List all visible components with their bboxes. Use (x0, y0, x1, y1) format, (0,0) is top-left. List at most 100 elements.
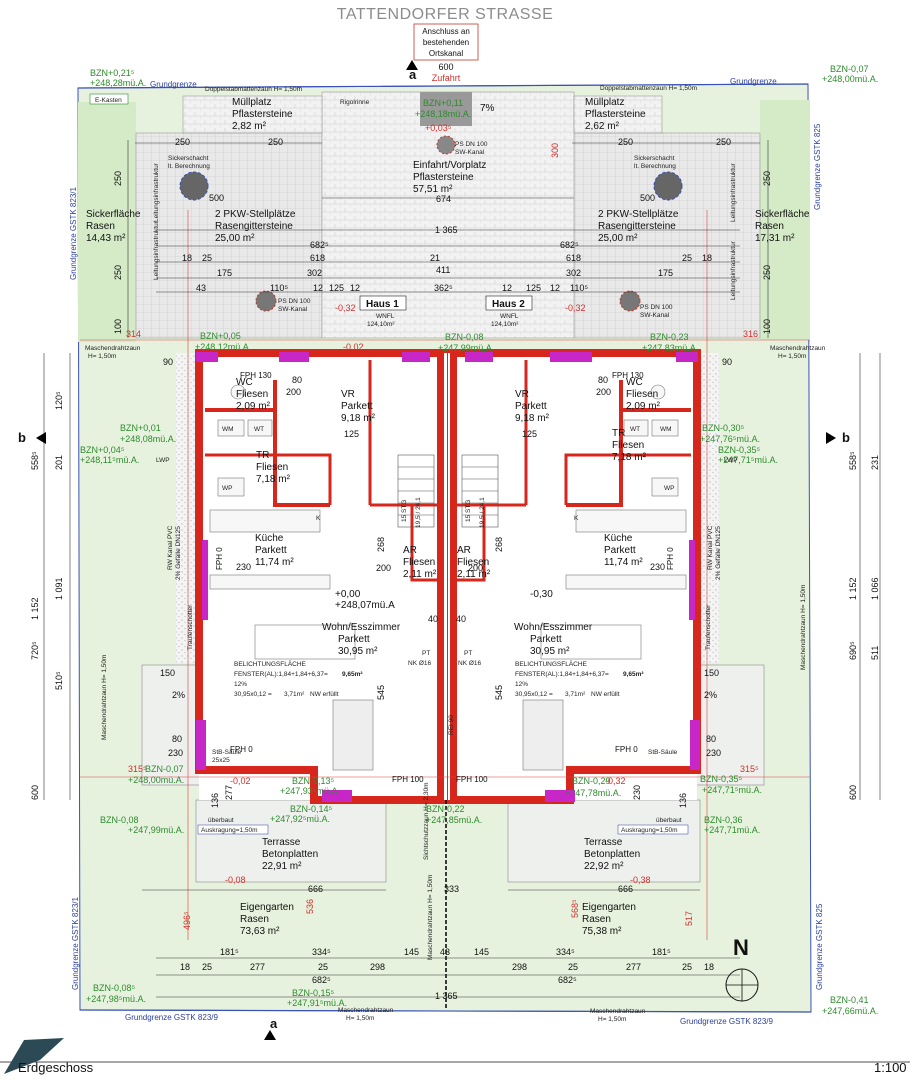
svg-text:40: 40 (456, 614, 466, 624)
svg-text:201: 201 (54, 455, 64, 470)
svg-text:Fliesen: Fliesen (457, 557, 489, 568)
svg-text:SW-Kanal: SW-Kanal (640, 312, 670, 319)
svg-text:618: 618 (310, 253, 325, 263)
section-marks: a a b b (18, 60, 850, 1040)
svg-text:175: 175 (658, 268, 673, 278)
svg-text:7%: 7% (480, 103, 495, 114)
svg-text:136: 136 (678, 793, 688, 808)
svg-text:11,74 m²: 11,74 m² (604, 557, 643, 568)
svg-text:AR: AR (457, 545, 471, 556)
svg-text:100: 100 (762, 319, 772, 334)
svg-text:WT: WT (630, 426, 640, 433)
svg-text:-0,32: -0,32 (565, 303, 586, 313)
svg-text:NK Ø16: NK Ø16 (458, 660, 482, 667)
svg-text:12: 12 (550, 283, 560, 293)
svg-text:250: 250 (175, 137, 190, 147)
fence-bottom-right: Maschendrahtzaun (590, 1008, 646, 1015)
svg-text:230: 230 (632, 785, 642, 800)
svg-text:+0,03⁵: +0,03⁵ (425, 123, 452, 133)
svg-text:125: 125 (526, 283, 541, 293)
svg-text:21: 21 (430, 253, 440, 263)
svg-text:+248,00mü.A.: +248,00mü.A. (128, 775, 184, 785)
svg-text:15 STG: 15 STG (401, 500, 408, 522)
svg-text:18: 18 (702, 253, 712, 263)
svg-text:+247,99mü.A.: +247,99mü.A. (128, 825, 184, 835)
svg-text:18: 18 (180, 962, 190, 972)
svg-text:19,5 / 24,1: 19,5 / 24,1 (415, 497, 422, 528)
svg-text:+248,12mü.A.: +248,12mü.A. (195, 342, 251, 352)
svg-text:-0,32: -0,32 (605, 776, 626, 786)
svg-text:Pflastersteine: Pflastersteine (413, 172, 474, 183)
svg-text:Traufenschotter: Traufenschotter (705, 604, 712, 650)
svg-text:PS DN 100: PS DN 100 (640, 304, 673, 311)
boundary-lines (77, 83, 812, 1013)
svg-text:43: 43 (196, 283, 206, 293)
svg-text:FPH 0: FPH 0 (230, 745, 253, 754)
svg-text:WNFL: WNFL (376, 313, 395, 320)
svg-text:25,00 m²: 25,00 m² (215, 233, 255, 244)
svg-text:40: 40 (428, 614, 438, 624)
svg-text:TR: TR (612, 428, 625, 439)
fence-mid-right-h: H= 1,50m (778, 353, 806, 360)
fence-top-left: Doppelstabmattenzaun H= 1,50m (205, 86, 302, 93)
svg-text:BELICHTUNGSFLÄCHE: BELICHTUNGSFLÄCHE (515, 660, 588, 668)
svg-text:43: 43 (440, 947, 450, 957)
svg-text:200: 200 (286, 387, 301, 397)
svg-text:Küche: Küche (255, 533, 284, 544)
svg-text:BZN-0,08: BZN-0,08 (445, 332, 484, 342)
svg-text:FPH 0: FPH 0 (615, 745, 638, 754)
svg-text:-0,02: -0,02 (230, 776, 251, 786)
svg-text:302: 302 (307, 268, 322, 278)
gravel-right (697, 353, 719, 663)
svg-text:12%: 12% (234, 681, 247, 688)
svg-text:Rasengittersteine: Rasengittersteine (598, 221, 676, 232)
svg-text:Pflastersteine: Pflastersteine (232, 109, 293, 120)
svg-text:bestehenden: bestehenden (423, 38, 469, 47)
svg-text:Terrasse: Terrasse (262, 837, 301, 848)
svg-text:BZN+0,04⁵: BZN+0,04⁵ (80, 445, 125, 455)
svg-text:StB-Säule: StB-Säule (648, 749, 678, 756)
boundary-label-tl: Grundgrenze (150, 80, 197, 89)
fence-side-right: Maschendrahtzaun H= 1,50m (800, 585, 807, 670)
svg-text:25,00 m²: 25,00 m² (598, 233, 638, 244)
svg-text:2% Gefälle DN125: 2% Gefälle DN125 (715, 526, 722, 580)
svg-text:Betonplatten: Betonplatten (584, 849, 640, 860)
svg-text:Fliesen: Fliesen (256, 462, 288, 473)
waste-area-right (573, 95, 663, 134)
svg-text:FPH 130: FPH 130 (612, 371, 644, 380)
fence-mid-left: Maschendrahtzaun (85, 345, 141, 352)
svg-text:230: 230 (236, 562, 251, 572)
svg-text:Küche: Küche (604, 533, 633, 544)
svg-text:Parkett: Parkett (604, 545, 636, 556)
svg-text:250: 250 (716, 137, 731, 147)
svg-text:überbaut: überbaut (656, 817, 682, 824)
seepage-shafts (179, 135, 683, 312)
svg-text:80: 80 (172, 734, 182, 744)
svg-text:Auskragung=1,50m: Auskragung=1,50m (201, 827, 258, 834)
svg-text:145: 145 (404, 947, 419, 957)
svg-text:298: 298 (512, 962, 527, 972)
seepage-area-left (78, 102, 136, 342)
svg-text:Rasen: Rasen (86, 221, 115, 232)
axis-lines (80, 210, 810, 940)
svg-text:+248,08mü.A.: +248,08mü.A. (120, 434, 176, 444)
svg-text:Auskragung=1,50m: Auskragung=1,50m (621, 827, 678, 834)
svg-text:558⁵: 558⁵ (30, 451, 40, 470)
svg-text:b: b (18, 430, 26, 445)
boundary-right-top: Grundgrenze GSTK 825 (813, 123, 822, 210)
boundary-right-bottom: Grundgrenze GSTK 825 (815, 903, 824, 990)
boundary-left-top: Grundgrenze GSTK 823/1 (69, 187, 78, 280)
svg-text:510⁵: 510⁵ (54, 671, 64, 690)
svg-text:FENSTER(AL):1,84+1,84+6,37=: FENSTER(AL):1,84+1,84+6,37= (234, 671, 328, 678)
svg-text:NW erfüllt: NW erfüllt (310, 691, 339, 698)
svg-text:BZN+0,01: BZN+0,01 (120, 423, 161, 433)
boundary-bottom-left: Grundgrenze GSTK 823/9 (125, 1013, 218, 1022)
svg-text:334⁵: 334⁵ (556, 947, 575, 957)
svg-text:BZN-0,23: BZN-0,23 (650, 332, 689, 342)
svg-text:Zufahrt: Zufahrt (432, 73, 461, 83)
svg-text:250: 250 (762, 265, 772, 280)
svg-text:496⁵: 496⁵ (182, 911, 192, 930)
svg-text:BZN-0,30⁵: BZN-0,30⁵ (702, 423, 745, 433)
svg-text:3,71m²: 3,71m² (284, 691, 305, 698)
svg-text:145: 145 (474, 947, 489, 957)
